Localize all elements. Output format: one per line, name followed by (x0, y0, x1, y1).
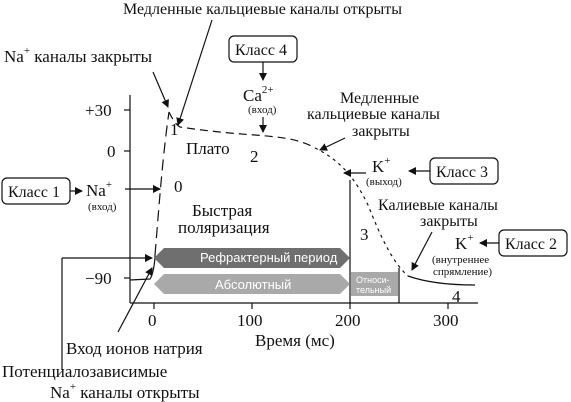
class2-label: Класс 2 (505, 236, 557, 253)
x-axis-label: Время (мс) (255, 331, 335, 350)
y-tick-label-minus90: −90 (85, 269, 112, 288)
ca-ion-label: Ca2+ (243, 84, 274, 105)
k-in-ion-label: K+ (455, 232, 474, 253)
relative-refractory-line2: тельный (356, 285, 391, 295)
na-entry-label: Вход ионов натрия (66, 339, 203, 358)
class1-label: Класс 1 (8, 184, 60, 201)
relative-refractory-line1: Относи- (356, 275, 390, 285)
slow-ca-closed-line2: кальциевые каналы (307, 106, 440, 123)
x-tick-label-0: 0 (148, 311, 157, 330)
refractory-period-label: Рефрактерный период (200, 250, 338, 265)
refractory-period-bar: Рефрактерный период (154, 248, 350, 268)
slow-ca-open-label: Медленные кальциевые каналы открыты (123, 1, 402, 18)
slow-ca-closed-line3: закрыты (352, 123, 410, 140)
fast-polarization-line1: Быстрая (192, 201, 252, 220)
x-tick-label-100: 100 (237, 311, 263, 330)
k-closed-line1: Калиевые каналы (378, 197, 498, 214)
y-ticks: +30 0 −90 (85, 101, 130, 288)
relative-refractory-bar: Относи- тельный (351, 272, 398, 296)
plato-label: Плато (186, 139, 230, 158)
x-tick-label-300: 300 (433, 311, 459, 330)
fast-polarization-line2: поляризация (178, 218, 270, 237)
phase-2-label: 2 (250, 147, 259, 166)
class4-label: Класс 4 (235, 42, 287, 59)
y-tick-label-0: 0 (107, 142, 116, 161)
k-out-ion-note: (выход) (366, 176, 402, 188)
phase-4-label: 4 (452, 287, 461, 306)
k-in-note-line1: (внутреннее (432, 254, 489, 266)
phase-0-label: 0 (174, 177, 183, 196)
voltage-gated-line2: Na+ каналы открыты (50, 381, 200, 402)
na-ion-note: (вход) (88, 201, 117, 213)
slow-ca-closed-line1: Медленные (340, 90, 419, 107)
voltage-gated-line1: Потенциалозависимые (2, 362, 167, 381)
class3-label: Класс 3 (436, 164, 488, 181)
phase-3-label: 3 (360, 225, 369, 244)
k-closed-line2: закрыты (420, 213, 478, 230)
k-out-ion-label: K+ (372, 155, 391, 176)
x-ticks: 0 100 200 300 (148, 303, 459, 330)
absolute-refractory-bar: Абсолютный (154, 274, 350, 294)
phase-1-label: 1 (170, 120, 179, 139)
na-closed-label: Na+ каналы закрыты (4, 45, 153, 66)
na-ion-label: Na+ (86, 179, 112, 200)
ca-ion-note: (вход) (248, 104, 277, 116)
absolute-refractory-label: Абсолютный (215, 277, 291, 292)
k-in-note-line2: спрямление) (433, 266, 492, 278)
x-tick-label-200: 200 (335, 311, 361, 330)
y-tick-label-plus30: +30 (85, 101, 112, 120)
